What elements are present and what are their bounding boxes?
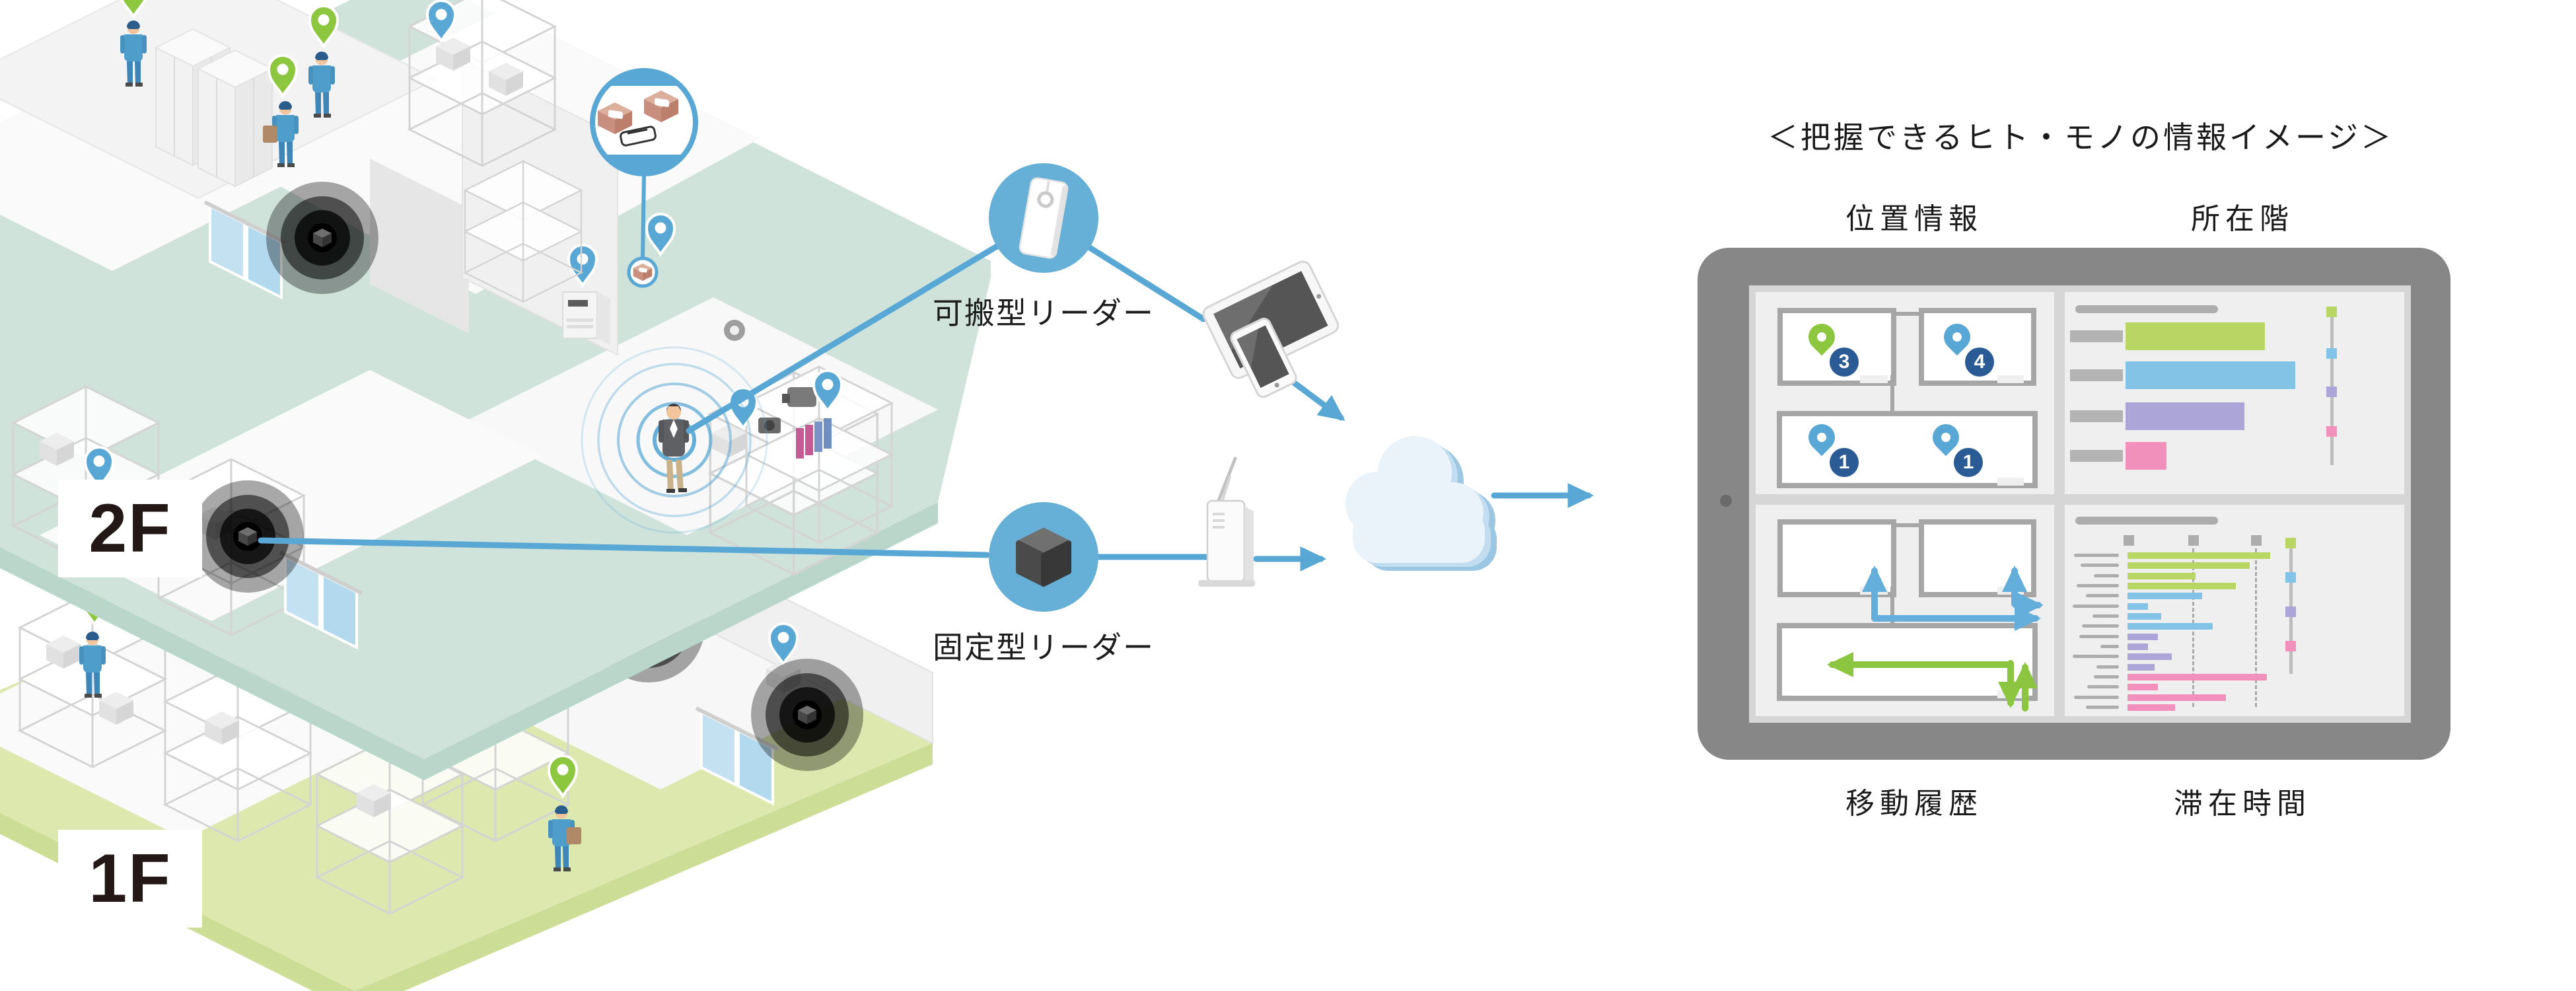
legend-swatch [2285,606,2296,617]
stay-bar [2128,552,2270,559]
movement-arrows [1827,566,2044,712]
chart-title-placeholder [2075,305,2218,313]
panel-stay-chart [2065,505,2404,716]
map-room [1919,308,2036,386]
stay-bar [2128,664,2155,671]
legend-swatch [2285,538,2296,548]
worker-figure [548,754,581,871]
quadrant-label-floor: 所在階 [2191,203,2294,235]
stay-bar [2128,694,2227,701]
rfid-tag-magnifier [464,68,698,303]
floor-bar [2126,402,2244,430]
tablet-smartphone-icon [1202,260,1340,398]
map-pin-badge: 3 [1830,348,1859,377]
legend-swatch [2326,426,2337,437]
worker-figure [263,54,299,167]
fixed-reader-onsite-icon [266,182,378,294]
legend-swatch [2326,386,2337,397]
tracked-person [581,346,768,534]
connector-lines [258,243,1594,571]
stay-bar [2128,623,2213,630]
dashboard-tablet: 3 4 1 1 [1698,248,2451,760]
stay-bar [2128,613,2162,620]
stay-bar [2128,704,2175,711]
binders-icon [796,418,832,459]
stay-bar [2128,674,2267,680]
portable-reader-icon [989,163,1098,273]
fixed-reader-icon [989,502,1098,612]
tablet-camera-dot [1720,495,1732,507]
stay-bar [2128,583,2236,589]
router-icon [1198,457,1255,587]
floor-bar [2126,442,2166,470]
fixed-reader-label: 固定型リーダー [933,630,1155,665]
quadrant-label-stay: 滞在時間 [2174,788,2311,820]
cabinet-icon [197,50,273,187]
map-pin-badge: 1 [1830,448,1859,477]
copier-icon [562,291,610,345]
stay-bar [2128,634,2159,640]
stay-bar [2128,573,2196,579]
quadrant-label-location: 位置情報 [1845,203,1983,235]
gridline [2255,548,2257,707]
legend-swatch [2285,641,2296,651]
floor-label-1f: 1F [58,830,202,928]
legend-swatch [2285,572,2296,583]
floor-label-2f: 2F [58,480,202,577]
stay-bar [2128,603,2148,610]
floor-bar [2126,361,2295,389]
floor-bar [2126,322,2265,350]
stay-bar [2128,653,2172,660]
cloud-icon [1345,436,1497,571]
headphones-icon [724,320,745,341]
fixed-reader-onsite-icon [192,480,304,593]
quadrant-label-movement: 移動履歴 [1845,788,1983,820]
panel-location-map: 3 4 1 1 [1756,292,2054,494]
stay-bar [2128,562,2250,569]
legend-swatch [2326,348,2337,359]
page-title: ＜把握できるヒト・モノの情報イメージ＞ [1767,120,2394,155]
fixed-reader-onsite-icon [751,659,863,771]
legend-swatch [2326,307,2337,317]
chart-title-placeholder [2075,517,2218,525]
tablet-screen: 3 4 1 1 [1749,285,2411,723]
map-room [1777,308,1896,386]
stay-bar [2128,684,2159,690]
stay-bar [2128,593,2203,599]
camcorder-icon [782,387,816,407]
stay-bar [2128,643,2148,650]
panel-movement-map [1756,505,2054,716]
building-illustration [0,0,1594,991]
map-pin-badge: 4 [1965,348,1994,377]
camera-icon [758,418,781,433]
panel-floor-chart [2065,292,2404,494]
map-pin-badge: 1 [1954,448,1983,477]
portable-reader-label: 可搬型リーダー [933,296,1155,330]
